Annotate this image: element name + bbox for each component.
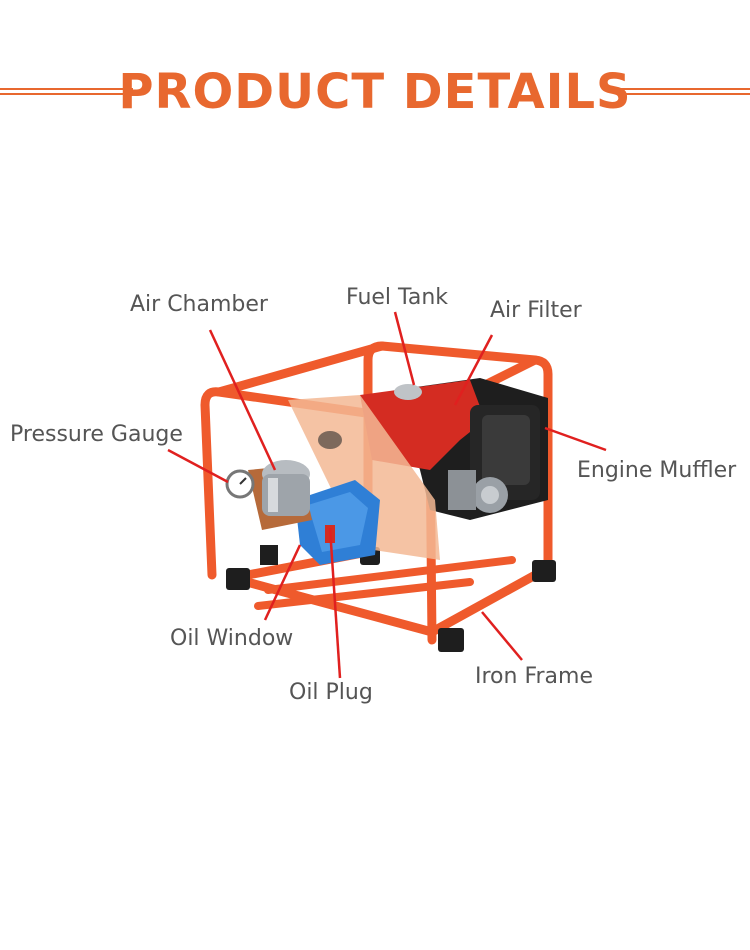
label-iron-frame: Iron Frame (475, 664, 593, 689)
label-oil-plug: Oil Plug (289, 680, 373, 705)
air-chamber (262, 460, 310, 516)
header-rule-left (0, 88, 133, 95)
label-air-chamber: Air Chamber (130, 292, 268, 317)
page-title: PRODUCT DETAILS (118, 64, 632, 120)
label-fuel-tank: Fuel Tank (346, 285, 448, 310)
valve-knob (260, 545, 278, 565)
frame-feet (226, 547, 556, 652)
label-oil-window: Oil Window (170, 626, 294, 651)
section-header: PRODUCT DETAILS (0, 62, 750, 122)
leader-lines (167, 311, 607, 679)
label-air-filter: Air Filter (490, 298, 582, 323)
label-engine-muffler: Engine Muffler (577, 458, 737, 483)
header-rule-right (617, 88, 750, 95)
label-pressure-gauge: Pressure Gauge (10, 422, 183, 447)
pressure-gauge (225, 469, 255, 499)
